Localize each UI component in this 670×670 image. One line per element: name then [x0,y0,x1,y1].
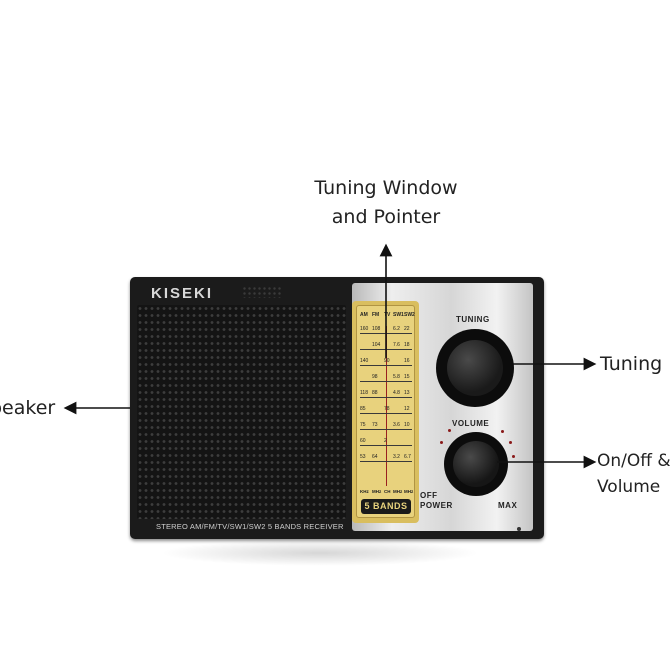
scale-line [360,429,412,430]
callout-tuning-window-line2: and Pointer [331,206,441,228]
scale-number: 6.7 [404,454,411,460]
callout-onoff-volume: On/Off & Volume [597,448,670,500]
unit-label: MHz [393,489,403,494]
volume-dot [509,441,512,444]
scale-line [360,445,412,446]
scale-number: 75 [360,422,366,428]
scale-number: 88 [372,390,378,396]
callout-tuning: Tuning [600,353,663,375]
speaker-grille [137,305,346,519]
off-label: OFF [420,491,438,500]
radio-shadow [160,540,480,566]
scale-line [360,461,412,462]
scale-number: 12 [404,406,410,412]
scale-number: 85 [360,406,366,412]
volume-label: VOLUME [452,419,490,428]
unit-label: CH [384,489,391,494]
unit-label: MHz [372,489,382,494]
callout-tuning-window: Tuning Window and Pointer [296,174,476,232]
band-label: AM [360,312,368,318]
scale-number: 64 [372,454,378,460]
scale-number: 60 [360,438,366,444]
scale-number: 73 [372,422,378,428]
scale-number: 13 [404,390,410,396]
callout-speaker: peaker [0,397,56,419]
radio-product: KISEKI STEREO AM/FM/TV/SW1/SW2 5 BANDS R… [130,277,545,540]
brand-logo: KISEKI [151,285,214,302]
scale-number: 104 [372,342,381,348]
power-label: POWER [420,501,453,510]
tuning-label: TUNING [456,315,490,324]
max-label: MAX [498,501,518,510]
bands-badge: 5 BANDS [361,499,411,514]
screw [517,527,521,531]
receiver-caption: STEREO AM/FM/TV/SW1/SW2 5 BANDS RECEIVER [156,522,344,531]
scale-number: 18 [404,342,410,348]
volume-dot [440,441,443,444]
scale-number: 98 [372,374,378,380]
scale-number: 15 [404,374,410,380]
scale-number: 6.2 [393,326,400,332]
radio-body: KISEKI STEREO AM/FM/TV/SW1/SW2 5 BANDS R… [130,277,544,539]
scale-line [360,365,412,366]
volume-dot [501,430,504,433]
volume-dot [448,429,451,432]
band-label: SW1 [393,312,404,318]
scale-number: 22 [404,326,410,332]
scale-number: 160 [360,326,369,332]
band-label: FM [372,312,380,318]
unit-label: KHz [360,489,369,494]
tuning-pointer [386,326,387,486]
scale-number: 53 [360,454,366,460]
band-label: SW2 [404,312,415,318]
callout-tuning-window-line1: Tuning Window [314,177,458,199]
scale-number: 3.2 [393,454,400,460]
tuning-knob-cap [447,340,503,396]
scale-number: 108 [372,326,381,332]
scale-number: 140 [360,358,369,364]
scale-number: 10 [404,422,410,428]
scale-line [360,413,412,414]
volume-knob-cap [453,441,499,487]
scale-number: 5.8 [393,374,400,380]
band-label: TV [384,312,391,318]
scale-number: 118 [360,390,368,396]
scale-number: 90 [384,358,390,364]
volume-knob[interactable] [444,432,508,496]
callout-onoff-line2: Volume [597,477,661,497]
scale-number: 78 [384,406,390,412]
scale-line [360,381,412,382]
scale-number: 3.6 [393,422,400,428]
volume-dot [512,455,515,458]
scale-number: 2 [384,438,387,444]
unit-label: MHz [404,489,414,494]
grille-top-dots [242,286,282,298]
tuning-knob[interactable] [436,329,514,407]
scale-number: 7.6 [393,342,400,348]
scale-number: 16 [404,358,410,364]
scale-number: 4.8 [393,390,400,396]
scale-line [360,397,412,398]
callout-onoff-line1: On/Off & [597,451,670,471]
